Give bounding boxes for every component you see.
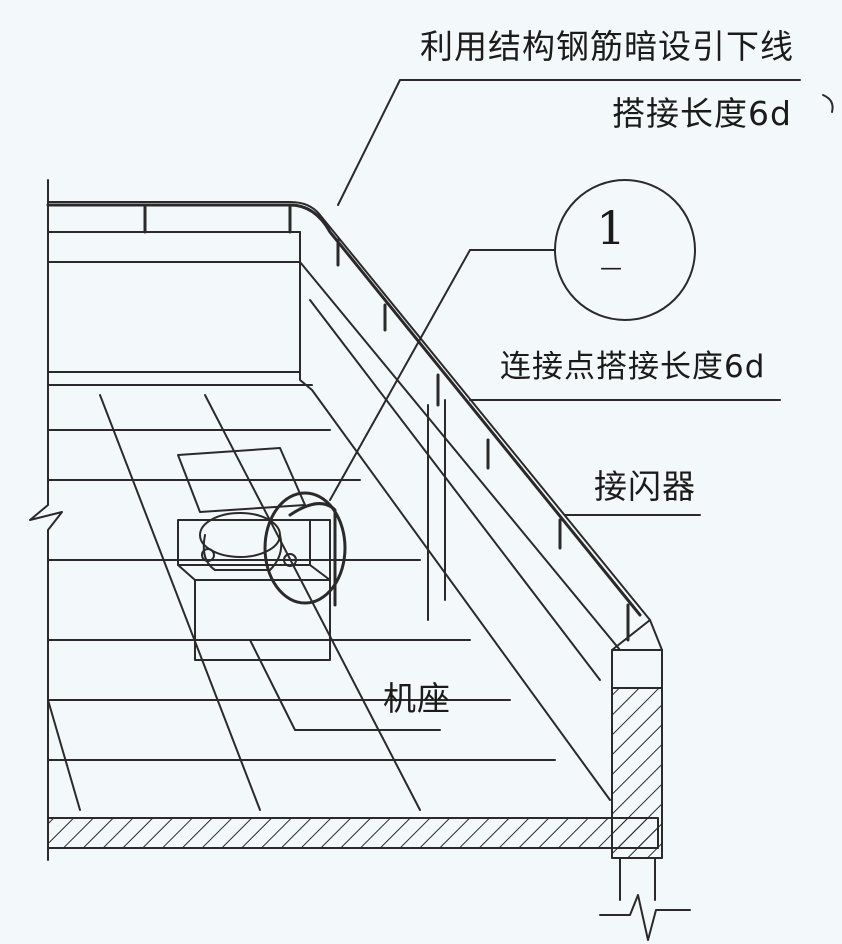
detail-number: 1 bbox=[596, 201, 626, 255]
lap-length-label: 搭接长度6d bbox=[612, 94, 792, 133]
air-terminal-label: 接闪器 bbox=[594, 467, 696, 506]
roof-slab-section bbox=[47, 817, 659, 849]
ground-strap bbox=[288, 502, 337, 607]
down-conductor-label: 利用结构钢筋暗设引下线 bbox=[420, 27, 794, 66]
machine-base-label: 机座 bbox=[383, 679, 451, 718]
floor-tiles bbox=[47, 429, 556, 761]
detail-callout-leader bbox=[329, 249, 556, 501]
connection-detail-circle bbox=[263, 491, 347, 605]
equipment-plate bbox=[177, 447, 306, 513]
detail-sheet: — bbox=[600, 256, 622, 281]
air-terminal-spikes bbox=[143, 203, 630, 642]
connection-lap-label: 连接点搭接长度6d bbox=[500, 349, 766, 385]
parapet-diagonal-outer bbox=[319, 214, 651, 621]
left-wall-edge bbox=[29, 179, 63, 861]
leader-down-conductor bbox=[337, 79, 801, 206]
parapet-post bbox=[427, 399, 446, 621]
parapet-top-front bbox=[47, 201, 321, 216]
parapet-end-cap bbox=[611, 649, 663, 689]
leader-machine-base bbox=[249, 639, 441, 731]
wall-break-bottom bbox=[599, 894, 691, 941]
